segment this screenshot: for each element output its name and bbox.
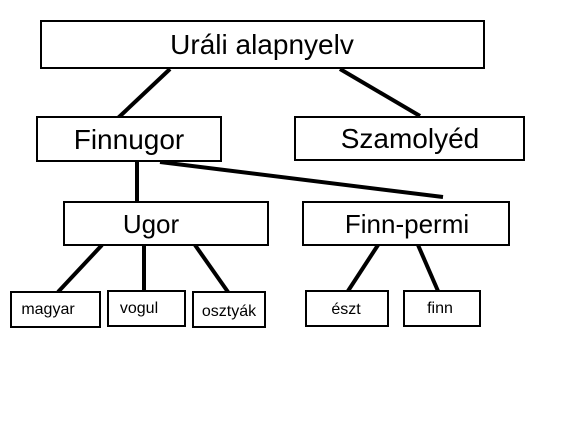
node-box <box>294 116 525 161</box>
edge-urali-finnugor <box>116 67 172 120</box>
node-label: Szamolyéd <box>341 123 480 154</box>
node-box <box>302 201 510 246</box>
node-finn-permi: Finn-permi <box>302 201 510 246</box>
node-box <box>40 20 485 69</box>
node-box <box>10 291 101 328</box>
node-magyar: magyar <box>10 291 101 328</box>
edge-finnpermi-finn <box>416 244 440 292</box>
node-eszt: észt <box>305 290 389 327</box>
node-ugor: Ugor <box>63 201 269 246</box>
node-box <box>63 201 269 246</box>
node-box <box>36 116 222 162</box>
edge-ugor-osztyak <box>193 243 230 294</box>
node-box <box>192 291 266 328</box>
tree-edges <box>56 67 444 294</box>
node-box <box>305 290 389 327</box>
node-label: magyar <box>21 301 75 318</box>
edge-ugor-magyar <box>56 243 104 294</box>
node-szamolyed: Szamolyéd <box>294 116 525 161</box>
node-label: észt <box>331 301 361 318</box>
node-label: Uráli alapnyelv <box>170 29 354 60</box>
node-finnugor: Finnugor <box>36 116 222 162</box>
node-label: finn <box>427 300 453 317</box>
node-finn: finn <box>403 290 481 327</box>
node-box <box>403 290 481 327</box>
edge-finnugor-finnpermi <box>159 160 444 199</box>
node-osztyak: osztyák <box>192 291 266 328</box>
node-urali-alapnyelv: Uráli alapnyelv <box>40 20 485 69</box>
edge-urali-szamolyed <box>338 67 422 118</box>
node-label: vogul <box>120 300 158 317</box>
node-box <box>107 290 186 327</box>
edge-finnpermi-eszt <box>346 243 380 293</box>
node-label: Ugor <box>123 209 180 239</box>
node-label: Finnugor <box>74 124 185 155</box>
node-label: osztyák <box>202 303 257 320</box>
node-label: Finn-permi <box>345 209 469 239</box>
node-vogul: vogul <box>107 290 186 327</box>
